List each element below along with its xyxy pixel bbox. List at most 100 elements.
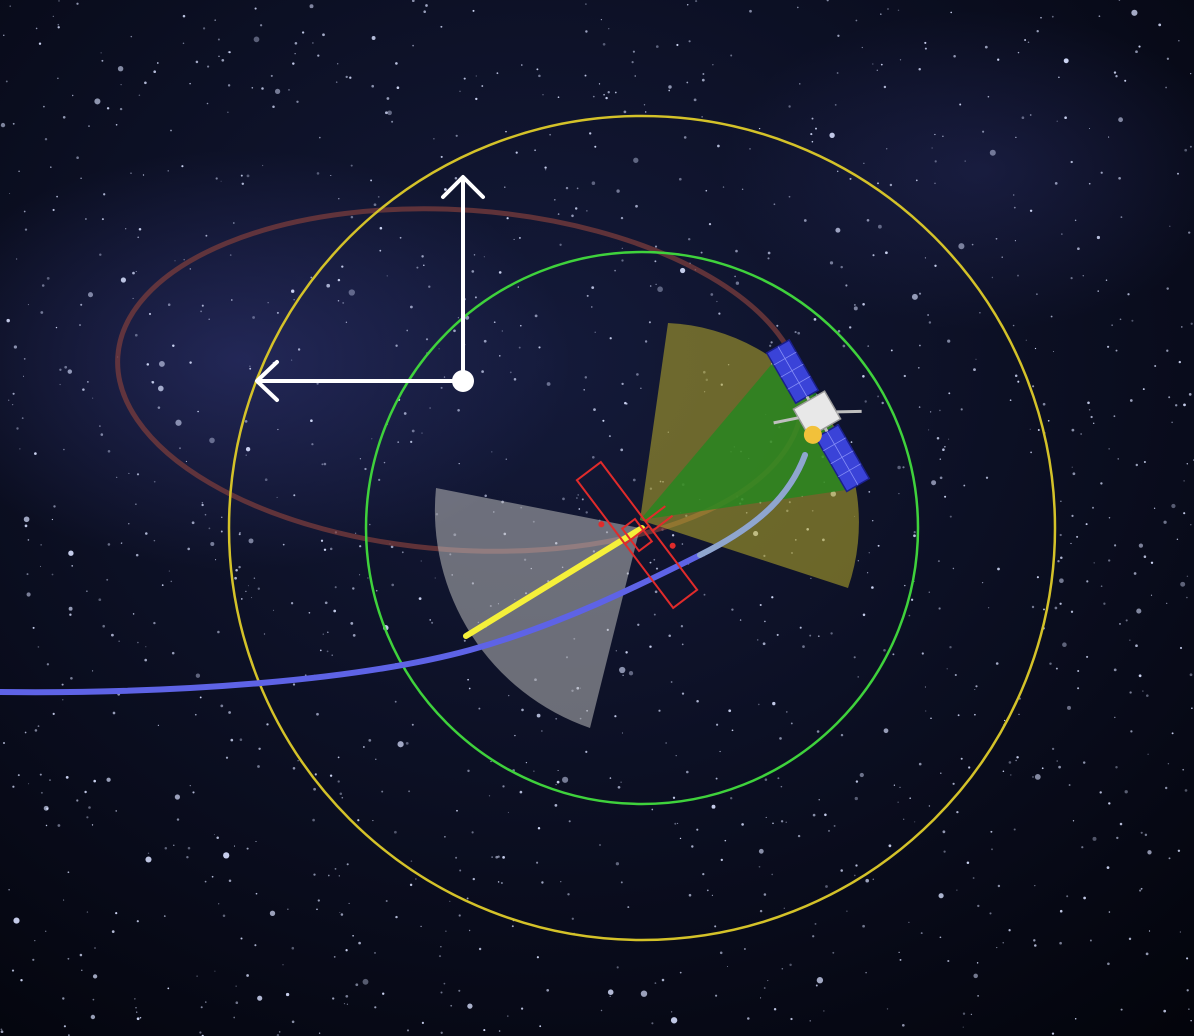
star bbox=[218, 903, 220, 905]
docking-beam-line bbox=[463, 525, 645, 639]
star bbox=[814, 922, 817, 925]
star bbox=[310, 276, 313, 279]
star bbox=[359, 545, 362, 548]
star bbox=[421, 1021, 425, 1025]
star bbox=[210, 541, 215, 547]
star bbox=[27, 304, 29, 306]
target-station-icon[interactable] bbox=[570, 447, 717, 613]
star bbox=[63, 899, 65, 901]
star bbox=[507, 811, 509, 814]
star bbox=[24, 524, 28, 528]
star bbox=[144, 81, 147, 85]
star bbox=[973, 973, 978, 979]
star bbox=[850, 441, 853, 443]
star bbox=[1108, 802, 1111, 805]
star bbox=[254, 7, 257, 10]
star bbox=[1150, 594, 1153, 596]
star bbox=[359, 458, 362, 460]
star bbox=[1047, 419, 1050, 422]
star bbox=[554, 804, 558, 807]
star bbox=[90, 1014, 96, 1020]
star bbox=[553, 198, 556, 201]
star bbox=[216, 836, 219, 840]
star bbox=[1083, 896, 1086, 900]
star bbox=[468, 687, 471, 690]
star bbox=[264, 478, 268, 482]
star bbox=[119, 107, 123, 111]
star bbox=[156, 62, 159, 64]
star bbox=[2, 741, 6, 745]
axis-arrows-icon[interactable] bbox=[255, 175, 485, 402]
star bbox=[106, 777, 111, 782]
star bbox=[1088, 182, 1091, 185]
star bbox=[681, 543, 684, 545]
star bbox=[957, 714, 960, 717]
star bbox=[411, 0, 415, 3]
star bbox=[196, 975, 198, 977]
star bbox=[946, 668, 948, 670]
star bbox=[928, 429, 930, 431]
star bbox=[865, 878, 869, 883]
star bbox=[57, 77, 59, 80]
star bbox=[589, 132, 592, 135]
star bbox=[1178, 360, 1181, 364]
star bbox=[938, 607, 941, 610]
star bbox=[481, 85, 484, 87]
star bbox=[137, 641, 139, 644]
star bbox=[368, 739, 372, 742]
star bbox=[1070, 542, 1072, 545]
star bbox=[170, 129, 172, 132]
star bbox=[164, 847, 168, 850]
star bbox=[655, 567, 659, 570]
star bbox=[812, 935, 815, 938]
star bbox=[974, 713, 976, 716]
star bbox=[136, 473, 140, 476]
star bbox=[257, 995, 263, 1001]
star bbox=[1138, 543, 1144, 548]
star bbox=[770, 341, 773, 344]
star bbox=[536, 861, 539, 864]
star bbox=[790, 1017, 793, 1021]
star bbox=[1115, 765, 1118, 769]
star bbox=[373, 203, 377, 207]
star bbox=[1158, 23, 1162, 27]
star bbox=[1066, 895, 1069, 898]
star bbox=[583, 389, 585, 391]
star bbox=[1142, 388, 1145, 391]
star bbox=[326, 650, 329, 653]
star bbox=[138, 227, 142, 231]
star bbox=[513, 238, 515, 240]
star bbox=[410, 440, 413, 444]
star bbox=[92, 998, 95, 1001]
star bbox=[363, 746, 365, 748]
star bbox=[539, 1025, 542, 1028]
star bbox=[372, 820, 374, 822]
star bbox=[135, 1007, 137, 1009]
star bbox=[520, 1007, 524, 1010]
star bbox=[1059, 909, 1063, 913]
star bbox=[70, 676, 73, 680]
star bbox=[812, 813, 816, 817]
star bbox=[1114, 716, 1116, 719]
star bbox=[614, 269, 616, 272]
star bbox=[928, 591, 931, 593]
star bbox=[549, 133, 551, 136]
star bbox=[1056, 760, 1058, 762]
star bbox=[82, 388, 85, 391]
star bbox=[399, 236, 402, 239]
star bbox=[654, 590, 658, 594]
star bbox=[1163, 520, 1167, 524]
star bbox=[653, 613, 656, 616]
star bbox=[911, 293, 918, 300]
star bbox=[956, 810, 959, 814]
reference-frame-origin[interactable] bbox=[452, 370, 474, 392]
satellite-icon[interactable] bbox=[742, 326, 893, 506]
star bbox=[975, 358, 977, 360]
star bbox=[1024, 39, 1027, 41]
star bbox=[157, 385, 164, 392]
star bbox=[621, 382, 624, 386]
star bbox=[1056, 120, 1058, 122]
star bbox=[1054, 606, 1058, 610]
star bbox=[189, 361, 192, 364]
